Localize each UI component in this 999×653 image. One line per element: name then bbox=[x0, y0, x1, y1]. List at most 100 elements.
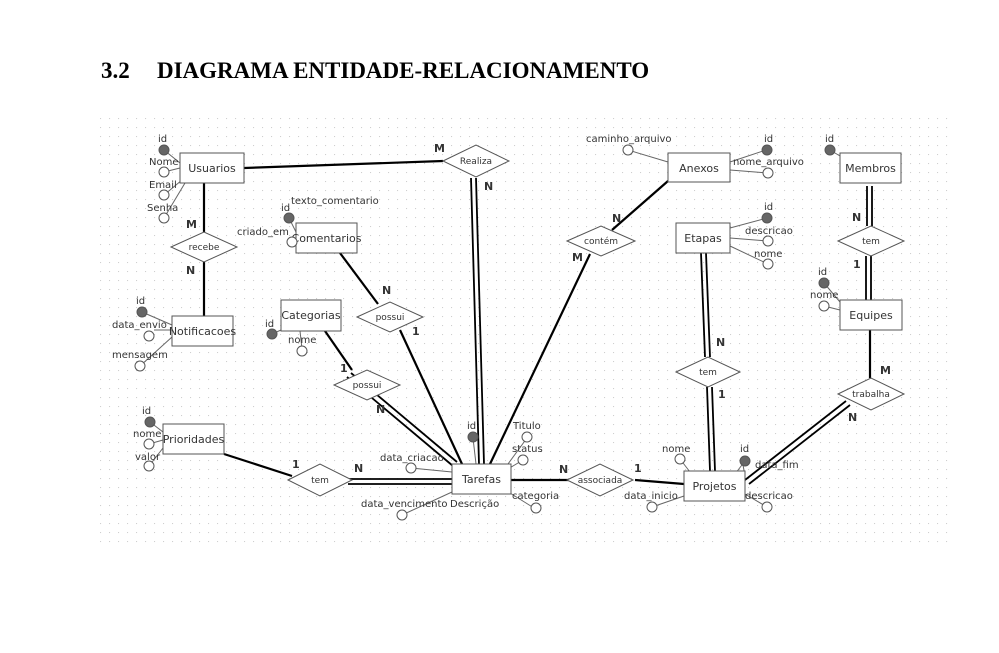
entity-equipes: Equipes bbox=[839, 299, 903, 331]
attribute-icon bbox=[521, 431, 533, 443]
svg-text:possui: possui bbox=[353, 381, 382, 391]
relationship-tem-etapas: tem bbox=[674, 356, 742, 388]
svg-text:Realiza: Realiza bbox=[460, 157, 492, 167]
svg-text:categoria: categoria bbox=[512, 491, 559, 502]
svg-text:tem: tem bbox=[699, 368, 717, 378]
attribute-icon bbox=[143, 460, 155, 472]
connectors bbox=[139, 149, 873, 516]
entity-categorias: Categorias bbox=[280, 299, 342, 332]
svg-text:N: N bbox=[852, 211, 861, 224]
svg-text:id: id bbox=[136, 296, 145, 307]
svg-text:Etapas: Etapas bbox=[684, 232, 722, 245]
svg-text:id: id bbox=[818, 267, 827, 278]
svg-text:N: N bbox=[716, 336, 725, 349]
attribute-icon bbox=[134, 360, 146, 372]
relationship-contem: contém bbox=[565, 225, 637, 257]
section-title: DIAGRAMA ENTIDADE-RELACIONAMENTO bbox=[157, 58, 650, 83]
svg-text:N: N bbox=[559, 463, 568, 476]
svg-text:Titulo: Titulo bbox=[512, 421, 541, 432]
attribute-icon bbox=[762, 167, 774, 179]
key-attribute-icon bbox=[818, 277, 830, 289]
svg-text:1: 1 bbox=[853, 258, 861, 271]
key-attribute-icon bbox=[467, 431, 479, 443]
svg-text:Tarefas: Tarefas bbox=[461, 473, 501, 486]
svg-text:data_criacao: data_criacao bbox=[380, 453, 444, 464]
svg-text:1: 1 bbox=[340, 362, 348, 375]
relationship-recebe: recebe bbox=[169, 231, 239, 263]
line-anexos-contem bbox=[611, 180, 669, 231]
attribute-icon bbox=[158, 189, 170, 201]
svg-text:Prioridades: Prioridades bbox=[163, 433, 225, 446]
svg-text:data_fim: data_fim bbox=[755, 460, 799, 471]
svg-text:N: N bbox=[848, 411, 857, 424]
svg-text:N: N bbox=[382, 284, 391, 297]
svg-text:1: 1 bbox=[412, 325, 420, 338]
svg-text:Membros: Membros bbox=[845, 162, 896, 175]
svg-text:nome: nome bbox=[810, 290, 838, 301]
attribute-icon bbox=[646, 501, 658, 513]
key-attribute-icon bbox=[144, 416, 156, 428]
svg-text:nome: nome bbox=[288, 335, 316, 346]
svg-text:texto_comentario: texto_comentario bbox=[291, 196, 379, 207]
line-contem-tarefas bbox=[489, 253, 591, 465]
entity-prioridades: Prioridades bbox=[162, 423, 225, 455]
svg-text:M: M bbox=[186, 218, 197, 231]
attribute-icon bbox=[622, 144, 634, 156]
svg-text:caminho_arquivo: caminho_arquivo bbox=[586, 134, 672, 145]
key-attribute-icon bbox=[739, 455, 751, 467]
canvas-grid bbox=[100, 118, 948, 543]
attribute-icon bbox=[296, 345, 308, 357]
entity-anexos: Anexos bbox=[667, 152, 731, 183]
key-attribute-icon bbox=[283, 212, 295, 224]
attribute-icon bbox=[286, 236, 298, 248]
svg-text:N: N bbox=[376, 403, 385, 416]
entity-notificacoes: Notificacoes bbox=[169, 315, 237, 347]
attribute-icon bbox=[158, 212, 170, 224]
svg-text:Anexos: Anexos bbox=[679, 162, 719, 175]
attribute-icon bbox=[674, 453, 686, 465]
relationship-trabalha: trabalha bbox=[836, 377, 906, 411]
attribute-icon bbox=[818, 300, 830, 312]
svg-text:Nome: Nome bbox=[149, 157, 179, 168]
attribute-icon bbox=[517, 454, 529, 466]
svg-text:nome_arquivo: nome_arquivo bbox=[733, 157, 804, 168]
svg-text:N: N bbox=[612, 212, 621, 225]
attribute-icon bbox=[143, 438, 155, 450]
entity-comentarios: Comentarios bbox=[292, 222, 362, 254]
svg-text:Senha: Senha bbox=[147, 203, 178, 214]
svg-text:Equipes: Equipes bbox=[849, 309, 893, 322]
svg-text:Notificacoes: Notificacoes bbox=[169, 325, 237, 338]
svg-text:Descrição: Descrição bbox=[450, 499, 499, 510]
svg-text:1: 1 bbox=[718, 388, 726, 401]
svg-text:1: 1 bbox=[292, 458, 300, 471]
svg-text:valor: valor bbox=[135, 452, 161, 463]
attribute-icon bbox=[158, 166, 170, 178]
svg-text:id: id bbox=[825, 134, 834, 145]
svg-text:descricao: descricao bbox=[745, 491, 793, 502]
section-number: 3.2 bbox=[101, 58, 130, 83]
svg-text:M: M bbox=[434, 142, 445, 155]
svg-text:nome: nome bbox=[662, 444, 690, 455]
svg-text:data_inicio: data_inicio bbox=[624, 491, 678, 502]
svg-text:tem: tem bbox=[862, 237, 880, 247]
relationship-possui-comentarios: possui bbox=[355, 301, 425, 333]
line-associada-projetos bbox=[634, 478, 685, 486]
svg-text:id: id bbox=[281, 203, 290, 214]
svg-text:M: M bbox=[880, 364, 891, 377]
svg-text:Usuarios: Usuarios bbox=[188, 162, 236, 175]
attribute-icon bbox=[762, 258, 774, 270]
svg-text:id: id bbox=[265, 319, 274, 330]
attribute-icon bbox=[143, 330, 155, 342]
key-attribute-icon bbox=[266, 328, 278, 340]
svg-text:tem: tem bbox=[311, 476, 329, 486]
attribute-icon bbox=[762, 235, 774, 247]
svg-text:id: id bbox=[740, 444, 749, 455]
svg-text:Email: Email bbox=[149, 180, 177, 191]
attribute-icon bbox=[530, 502, 542, 514]
svg-text:id: id bbox=[764, 134, 773, 145]
relationship-tem-membros: tem bbox=[836, 225, 906, 257]
line-possui-tarefas bbox=[399, 329, 463, 465]
relationship-realiza: Realiza bbox=[441, 144, 511, 178]
attribute-icon bbox=[761, 501, 773, 513]
entity-tarefas: Tarefas bbox=[451, 463, 512, 495]
